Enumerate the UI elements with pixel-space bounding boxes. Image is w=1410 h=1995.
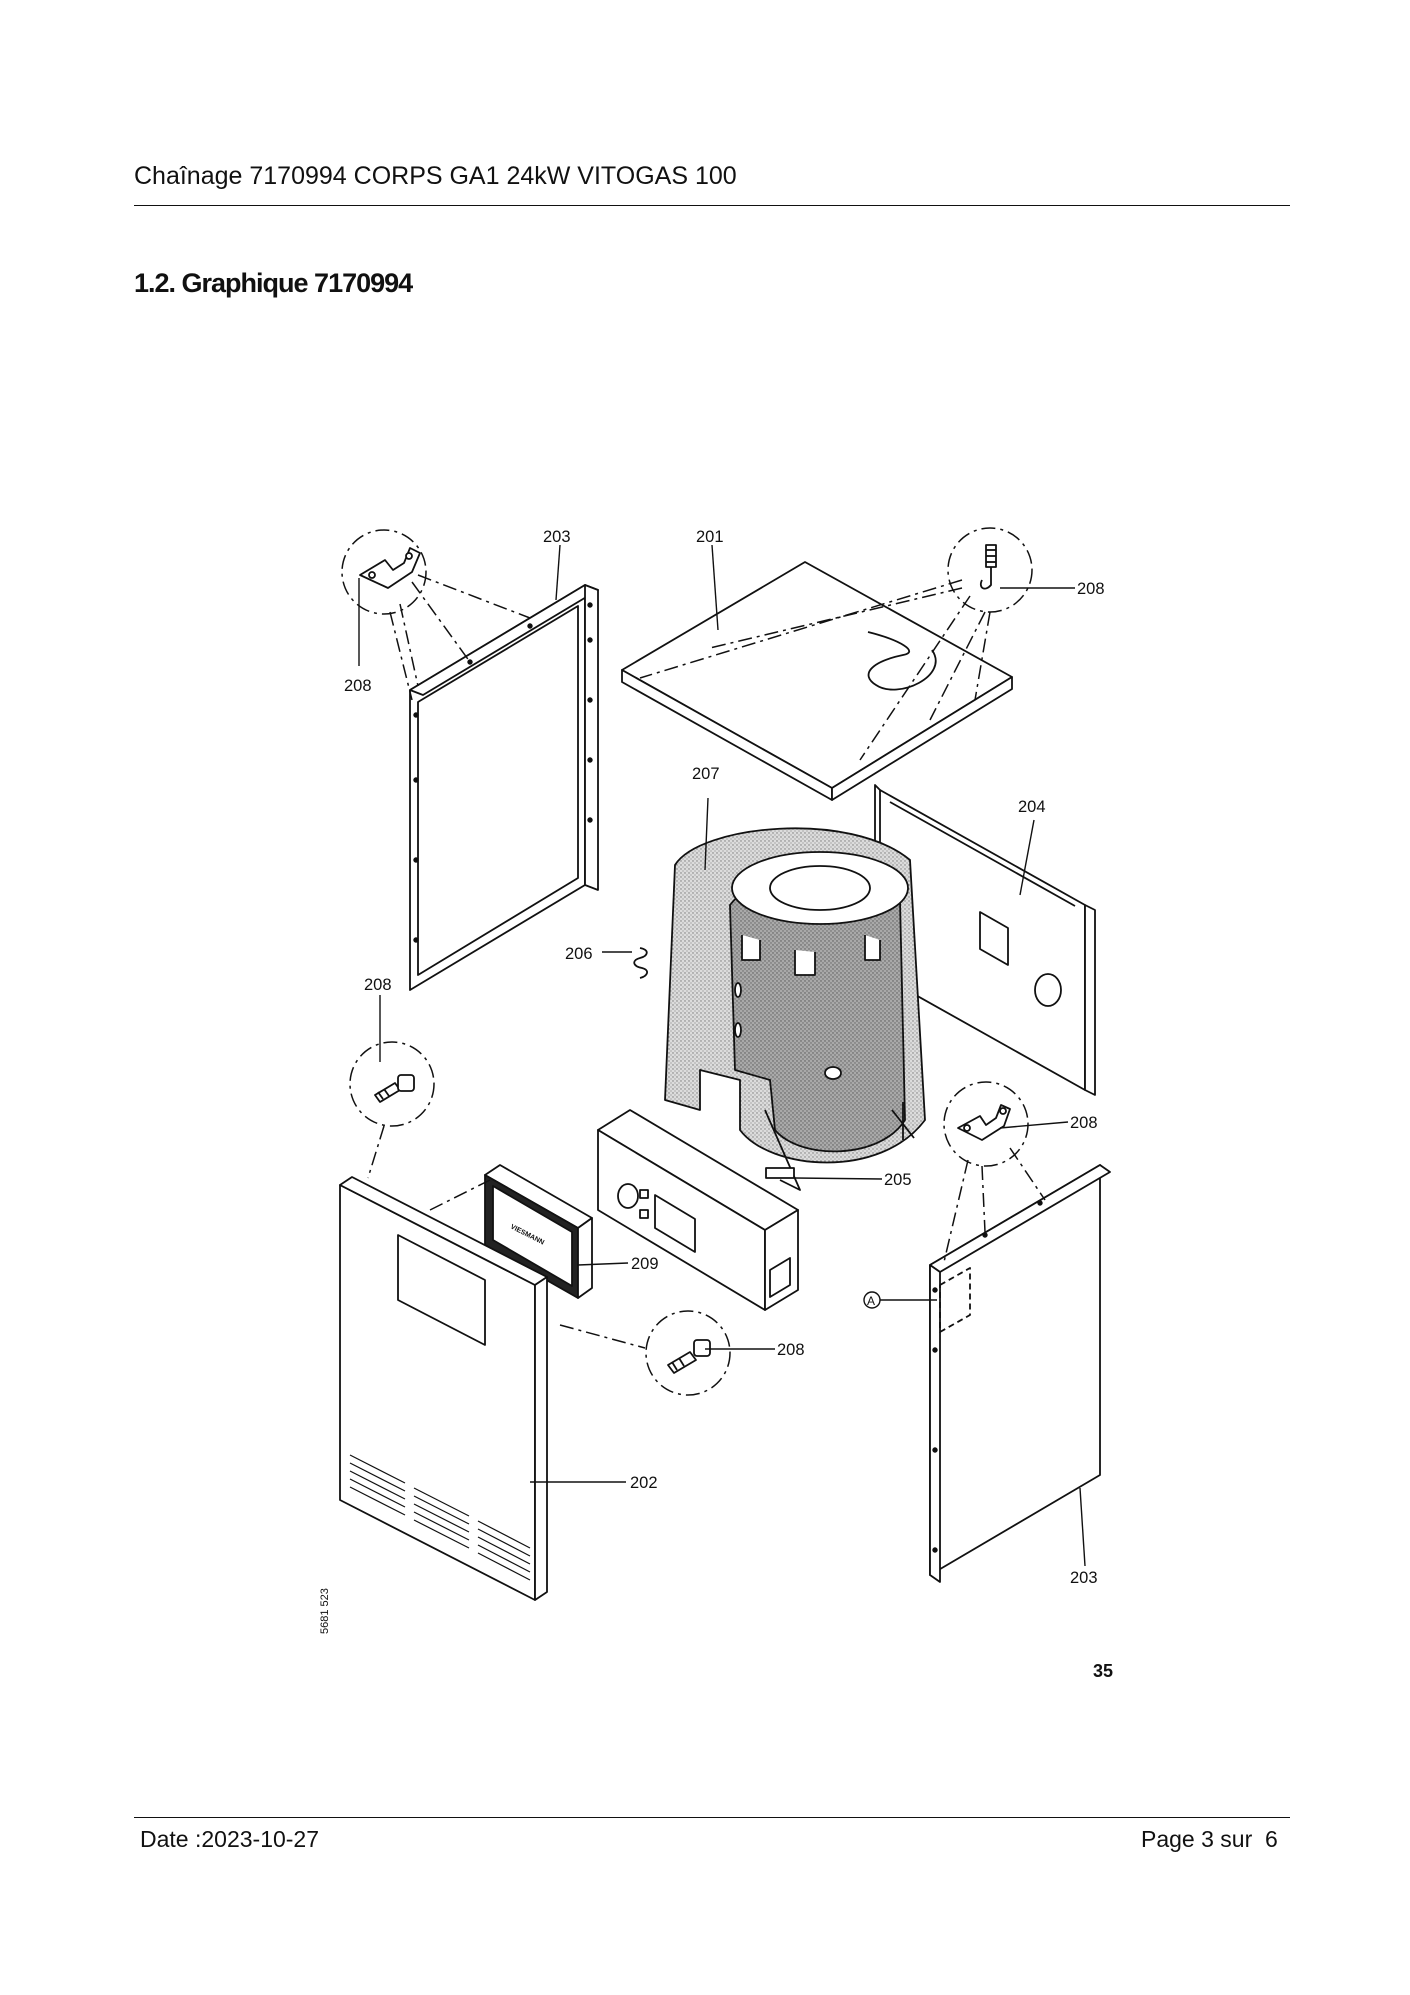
callout-207: 207: [692, 765, 720, 783]
back-panel-part-204: [874, 784, 1096, 1096]
section-heading: 1.2. Graphique 7170994: [134, 268, 413, 298]
callout-204: 204: [1018, 798, 1046, 816]
callout-203-top: 203: [543, 528, 571, 546]
footer-divider: [134, 1817, 1290, 1818]
fastener-bracket-top-left: [359, 547, 421, 589]
header-title: Chaînage 7170994 CORPS GA1 24kW VITOGAS …: [134, 162, 737, 190]
fastener-screw-mid-left: [374, 1074, 415, 1103]
drawing-number: 5681 523: [319, 1588, 331, 1634]
footer-date: Date :2023-10-27: [140, 1826, 320, 1852]
callout-203-bottom: 203: [1070, 1569, 1098, 1587]
callout-208-front: 208: [777, 1341, 805, 1359]
control-panel-bracket: [597, 1109, 801, 1311]
left-side-panel-part-203: [409, 584, 599, 991]
header-divider: [134, 205, 1290, 206]
fastener-screw-top-right: [979, 544, 997, 590]
callout-206: 206: [565, 945, 593, 963]
control-module-part-209: [484, 1164, 593, 1299]
callout-201: 201: [696, 528, 724, 546]
callout-209: 209: [631, 1255, 659, 1273]
top-cover-part-201: [621, 561, 1013, 801]
callout-208-top-left: 208: [344, 677, 372, 695]
callout-202: 202: [630, 1474, 658, 1492]
callout-208-mid-left: 208: [364, 976, 392, 994]
insulation-jacket-part-207: [664, 827, 926, 1164]
figure-number: 35: [1093, 1661, 1113, 1681]
callout-marker-a: A: [867, 1294, 875, 1308]
footer-page-number: Page 3 sur 6: [1141, 1826, 1278, 1852]
callout-208-top-right: 208: [1077, 580, 1105, 598]
fastener-screw-front: [667, 1339, 711, 1374]
front-panel-part-202: [339, 1176, 548, 1601]
callout-208-mid-right: 208: [1070, 1114, 1098, 1132]
right-side-panel-part-203: [929, 1164, 1111, 1583]
callout-205: 205: [884, 1171, 912, 1189]
fastener-bracket-mid-right: [957, 1104, 1011, 1141]
spring-part-206: [633, 947, 648, 979]
